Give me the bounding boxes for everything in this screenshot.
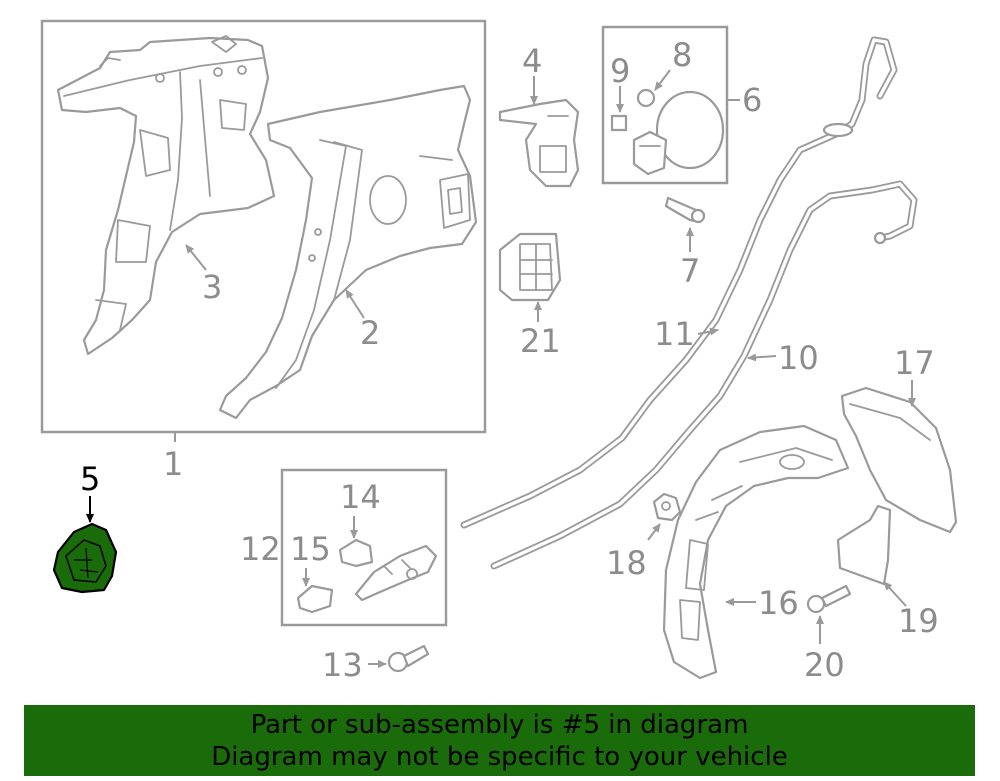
group-box-6 <box>601 25 729 185</box>
part-fuel-door <box>632 90 725 176</box>
part-21-housing <box>498 232 562 302</box>
part-3-inner-quarter-panel <box>56 35 276 356</box>
part-9-clip <box>610 114 628 132</box>
group-box-12 <box>280 468 448 627</box>
part-19-mud-flap <box>836 504 892 586</box>
part-18-nut <box>652 492 682 522</box>
leader-10 <box>747 353 777 362</box>
leader-2 <box>345 289 365 319</box>
callout-10: 10 <box>778 339 819 377</box>
callout-1: 1 <box>163 445 183 483</box>
callout-20: 20 <box>804 646 845 684</box>
callout-11: 11 <box>654 315 695 353</box>
callout-14: 14 <box>340 478 381 516</box>
part-16-wheel-liner <box>662 424 850 680</box>
callout-6: 6 <box>742 81 762 119</box>
callout-3: 3 <box>202 268 222 306</box>
banner-line-1: Part or sub-assembly is #5 in diagram <box>250 709 749 740</box>
callout-13: 13 <box>322 646 363 684</box>
part-15-clip <box>296 584 334 614</box>
callout-17: 17 <box>894 344 935 382</box>
callout-12: 12 <box>240 530 281 568</box>
part-8-grommet <box>636 88 656 108</box>
callout-19: 19 <box>898 602 939 640</box>
part-2-quarter-panel <box>218 84 478 420</box>
callout-9: 9 <box>610 52 630 90</box>
callout-4: 4 <box>522 42 542 80</box>
part-4-bracket <box>498 98 580 188</box>
callout-2: 2 <box>360 314 380 352</box>
part-14-actuator-cap <box>338 538 374 568</box>
part-fuel-door-actuator <box>354 544 438 602</box>
part-20-screw <box>806 584 852 614</box>
leader-3 <box>185 244 207 271</box>
callout-5: 5 <box>80 460 100 498</box>
callout-16: 16 <box>758 584 799 622</box>
callout-18: 18 <box>606 544 647 582</box>
banner-line-2: Diagram may not be specific to your vehi… <box>211 741 788 772</box>
part-5-highlighted <box>52 522 118 594</box>
part-10-cable <box>490 180 918 570</box>
callout-8: 8 <box>672 36 692 74</box>
callout-7: 7 <box>680 252 700 290</box>
callout-15: 15 <box>290 530 331 568</box>
part-13-bolt <box>387 644 430 673</box>
group-box-1 <box>40 19 487 434</box>
part-17-splash-shield <box>840 386 958 534</box>
leader-8 <box>654 69 671 91</box>
callout-21: 21 <box>520 322 561 360</box>
leader-11 <box>697 327 719 336</box>
part-11-cable <box>460 36 898 529</box>
part-7-bolt <box>664 196 706 224</box>
leader-18 <box>647 523 661 541</box>
leader-19 <box>883 581 907 607</box>
info-banner: Part or sub-assembly is #5 in diagram Di… <box>24 705 975 776</box>
